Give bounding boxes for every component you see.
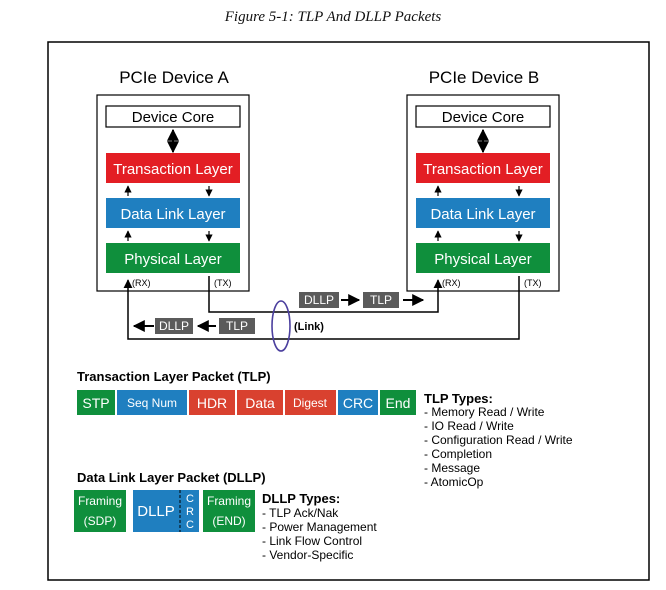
tlp-field-stp [77,390,115,415]
dllp-type-item: - TLP Ack/Nak [262,506,339,520]
tlp-field-data [237,390,283,415]
figure-frame [47,41,650,581]
device-b-tx-label: (TX) [524,278,542,288]
tlp-type-item: - Configuration Read / Write [424,433,573,447]
tlp-field-end-label: End [386,395,411,411]
device-b-datalink-label: Data Link Layer [430,206,535,223]
tlp-field-crc-label: CRC [343,395,373,411]
device-a-tx-label: (TX) [214,278,232,288]
dllp-framing-end-sub: (END) [212,514,245,528]
dllp-type-item: - Vendor-Specific [262,548,353,562]
device-b-title: PCIe Device B [429,68,540,87]
device-a: PCIe Device A Device Core Transaction La… [96,68,250,292]
link-wire-a-to-b [208,276,443,313]
tlp-types-title: TLP Types: [424,391,493,406]
device-b-physical-label: Physical Layer [434,251,532,268]
link-bottom-dllp-label: DLLP [159,319,189,333]
link-top-tlp-packet [363,292,399,308]
dllp-section: Data Link Layer Packet (DLLP) Framing (S… [74,470,377,562]
device-a-datalink-label: Data Link Layer [120,206,225,223]
device-b-datalink-layer [416,198,550,228]
link-label: (Link) [294,321,324,333]
dllp-crc-letter: C [186,493,194,505]
dllp-crc-letter: C [186,519,194,531]
dllp-title: Data Link Layer Packet (DLLP) [77,470,266,485]
tlp-type-item: - Message [424,461,480,475]
link-bottom-tlp-packet [219,318,255,334]
tlp-section: Transaction Layer Packet (TLP) STP Seq N… [77,369,573,489]
link: (Link) DLLP TLP DLLP TLP [123,276,520,352]
device-a-datalink-layer [106,198,240,228]
device-b-physical-layer [416,243,550,273]
dllp-type-item: - Power Management [262,520,377,534]
dllp-body [133,490,199,532]
dllp-crc-letter: R [186,506,194,518]
tlp-field-digest [285,390,336,415]
link-wire-b-to-a [123,276,520,340]
device-a-core-box [105,105,241,128]
device-a-physical-label: Physical Layer [124,251,222,268]
link-top-tlp-label: TLP [370,293,392,307]
tlp-type-item: - IO Read / Write [424,419,514,433]
tlp-field-seqnum [117,390,187,415]
link-bottom-tlp-label: TLP [226,319,248,333]
dllp-type-item: - Link Flow Control [262,534,362,548]
device-a-title: PCIe Device A [119,68,229,87]
dllp-framing-end-label: Framing [207,494,251,508]
dllp-framing-sdp-label: Framing [78,494,122,508]
tlp-field-crc [338,390,378,415]
figure-caption: Figure 5-1: TLP And DLLP Packets [224,9,442,25]
tlp-field-digest-label: Digest [293,396,328,410]
device-b-core-box [415,105,551,128]
tlp-field-hdr [189,390,235,415]
link-top-dllp-label: DLLP [304,293,334,307]
device-b-transaction-label: Transaction Layer [423,161,543,178]
device-b-rx-label: (RX) [442,278,461,288]
link-ellipse [271,300,291,352]
device-a-core-label: Device Core [132,109,215,126]
device-a-rx-label: (RX) [132,278,151,288]
device-b: PCIe Device B Device Core Transaction La… [406,68,560,292]
link-top-dllp-packet [299,292,339,308]
tlp-field-seqnum-label: Seq Num [127,396,177,410]
link-bottom-dllp-packet [155,318,193,334]
tlp-field-end [380,390,416,415]
tlp-title: Transaction Layer Packet (TLP) [77,369,271,384]
tlp-type-item: - Memory Read / Write [424,405,545,419]
device-a-transaction-label: Transaction Layer [113,161,233,178]
device-b-transaction-layer [416,153,550,183]
dllp-framing-end [203,490,255,532]
tlp-field-data-label: Data [245,395,275,411]
tlp-type-item: - AtomicOp [424,475,484,489]
device-a-physical-layer [106,243,240,273]
dllp-body-label: DLLP [137,503,175,520]
dllp-types-title: DLLP Types: [262,491,340,506]
device-b-core-label: Device Core [442,109,525,126]
tlp-type-item: - Completion [424,447,492,461]
tlp-field-stp-label: STP [82,395,109,411]
dllp-framing-sdp [74,490,126,532]
device-a-transaction-layer [106,153,240,183]
dllp-framing-sdp-sub: (SDP) [84,514,117,528]
tlp-field-hdr-label: HDR [197,395,227,411]
